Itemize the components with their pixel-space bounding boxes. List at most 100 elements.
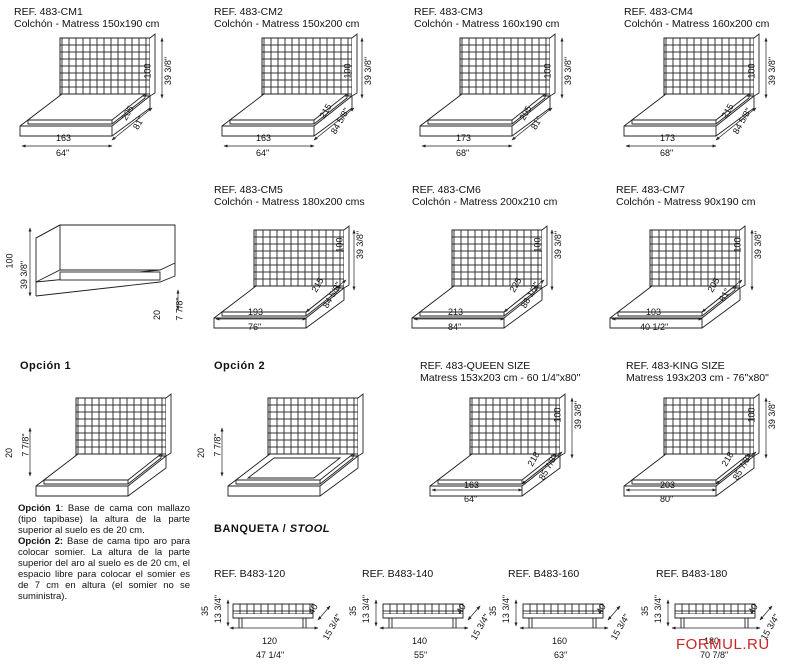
bed-drawing-cm5 xyxy=(213,225,350,329)
stool-drawing-180 xyxy=(674,603,756,629)
width-cm: 193 xyxy=(248,307,264,317)
option2-height-in: 7 7/8" xyxy=(212,433,223,457)
bed-ref: REF. 483-CM1 xyxy=(14,6,83,18)
width-in: 76" xyxy=(248,322,262,332)
width-cm: 103 xyxy=(646,307,662,317)
height-in: 13 3/4" xyxy=(501,594,512,624)
width-cm: 163 xyxy=(56,133,72,143)
option2-height-cm: 20 xyxy=(196,447,207,459)
height-in: 39 3/8" xyxy=(355,230,366,260)
stool-drawing-160 xyxy=(522,603,604,629)
height-in: 13 3/4" xyxy=(213,594,224,624)
option1-height-cm: 20 xyxy=(4,447,15,459)
width-in: 68" xyxy=(660,148,674,158)
length-in: 70 7/8" xyxy=(700,650,729,660)
width-in: 80" xyxy=(660,494,674,504)
bed-mattress: Colchón - Matress 200x210 cm xyxy=(412,196,558,208)
bed-mattress: Matress 153x203 cm - 60 1/4"x80" xyxy=(420,372,581,384)
bed-cm6-caption: REF. 483-CM6 Colchón - Matress 200x210 c… xyxy=(412,184,557,208)
bed-cm5-caption: REF. 483-CM5 Colchón - Matress 180x200 c… xyxy=(214,184,365,208)
height-in: 13 3/4" xyxy=(653,594,664,624)
height-cm: 35 xyxy=(488,605,499,617)
option2-drawing xyxy=(227,393,364,497)
bed-mattress: Colchón - Matress 150x200 cm xyxy=(214,18,360,30)
length-in: 63" xyxy=(554,650,568,660)
height-cm: 35 xyxy=(640,605,651,617)
option1-note-label: Opción 1 xyxy=(18,503,61,514)
bed-mattress: Colchón - Matress 160x190 cm xyxy=(414,18,560,30)
height-cm: 100 xyxy=(4,253,15,269)
stool-120-ref: REF. B483-120 xyxy=(214,568,286,580)
bed-queen-caption: REF. 483-QUEEN SIZE Matress 153x203 cm -… xyxy=(420,360,580,384)
height-cm: 100 xyxy=(542,63,553,79)
width-cm: 163 xyxy=(464,480,480,490)
base-cm: 20 xyxy=(152,309,163,321)
stool-160-ref: REF. B483-160 xyxy=(508,568,580,580)
bed-mattress: Colchón - Matress 90x190 cm xyxy=(616,196,756,208)
height-in: 39 3/8" xyxy=(573,400,584,430)
bed-ref: REF. 483-CM4 xyxy=(624,6,693,18)
width-in: 64" xyxy=(464,494,478,504)
option1-note: Opción 1: Base de cama con mallazo (tipo… xyxy=(18,503,190,536)
bed-drawing-cm7 xyxy=(609,225,746,329)
bed-cm3-caption: REF. 483-CM3 Colchón - Matress 160x190 c… xyxy=(414,6,559,30)
width-cm: 203 xyxy=(660,480,676,490)
stool-title-main: BANQUETA / xyxy=(214,523,290,535)
height-cm: 100 xyxy=(342,63,353,79)
stool-title-italic: STOOL xyxy=(289,523,330,535)
bed-mattress: Colchón - Matress 160x200 cm xyxy=(624,18,770,30)
length-cm: 160 xyxy=(552,636,568,646)
width-cm: 173 xyxy=(660,133,676,143)
option1-drawing xyxy=(35,393,172,497)
bed-king-caption: REF. 483-KING SIZE Matress 193x203 cm - … xyxy=(626,360,769,384)
height-in: 39 3/8" xyxy=(753,230,764,260)
stool-140-ref: REF. B483-140 xyxy=(362,568,434,580)
bed-mattress: Colchón - Matress 150x190 cm xyxy=(14,18,160,30)
bed-ref: REF. 483-CM3 xyxy=(414,6,483,18)
dimension-lines xyxy=(21,37,773,630)
height-cm: 100 xyxy=(552,407,563,423)
option2-title: Opción 2 xyxy=(214,360,266,372)
bed-mattress: Matress 193x203 cm - 76"x80" xyxy=(626,372,769,384)
option1-note-text: : Base de cama con mallazo (tipo tapibas… xyxy=(18,503,190,536)
height-in: 39 3/8" xyxy=(563,56,574,86)
length-cm: 140 xyxy=(412,636,428,646)
bed-ref: REF. 483-KING SIZE xyxy=(626,360,725,372)
height-in: 39 3/8" xyxy=(553,230,564,260)
options-notes: Opción 1: Base de cama con mallazo (tipo… xyxy=(18,503,190,602)
width-in: 68" xyxy=(456,148,470,158)
length-in: 55" xyxy=(414,650,428,660)
option1-title: Opción 1 xyxy=(20,360,72,372)
bed-ref: REF. 483-CM6 xyxy=(412,184,481,196)
width-cm: 213 xyxy=(448,307,464,317)
bed-ref: REF. 483-QUEEN SIZE xyxy=(420,360,531,372)
height-in: 39 3/8" xyxy=(19,260,30,290)
length-in: 47 1/4" xyxy=(256,650,285,660)
height-cm: 100 xyxy=(142,63,153,79)
height-in: 39 3/8" xyxy=(163,56,174,86)
stool-drawing-140 xyxy=(382,603,464,629)
stool-180-ref: REF. B483-180 xyxy=(656,568,728,580)
base-in: 7 7/8" xyxy=(174,297,185,321)
bed-cm1-caption: REF. 483-CM1 Colchón - Matress 150x190 c… xyxy=(14,6,159,30)
length-cm: 180 xyxy=(704,636,720,646)
bed-cm4-caption: REF. 483-CM4 Colchón - Matress 160x200 c… xyxy=(624,6,769,30)
bed-cm2-caption: REF. 483-CM2 Colchón - Matress 150x200 c… xyxy=(214,6,359,30)
height-cm: 100 xyxy=(334,237,345,253)
side-view-drawing xyxy=(35,224,176,297)
width-in: 64" xyxy=(256,148,270,158)
height-cm: 100 xyxy=(746,63,757,79)
height-in: 39 3/8" xyxy=(767,400,778,430)
option2-note-label: Opción 2: xyxy=(18,536,64,547)
bed-ref: REF. 483-CM5 xyxy=(214,184,283,196)
bed-ref: REF. 483-CM2 xyxy=(214,6,283,18)
bed-cm7-caption: REF. 483-CM7 Colchón - Matress 90x190 cm xyxy=(616,184,755,208)
height-cm: 100 xyxy=(746,407,757,423)
height-cm: 100 xyxy=(732,237,743,253)
width-in: 40 1/2" xyxy=(640,322,669,332)
option1-height-in: 7 7/8" xyxy=(20,433,31,457)
bed-drawing-cm6 xyxy=(411,225,548,329)
height-in: 39 3/8" xyxy=(363,56,374,86)
length-cm: 120 xyxy=(262,636,278,646)
